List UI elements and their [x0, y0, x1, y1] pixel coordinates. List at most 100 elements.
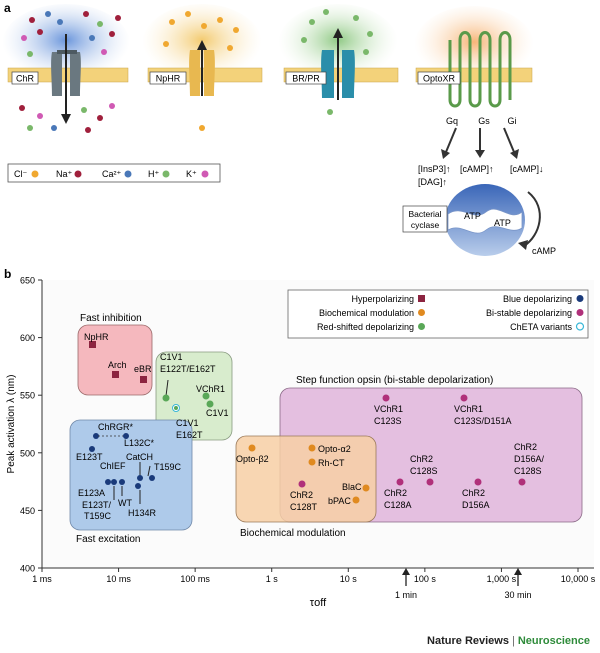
- point-arch: [112, 371, 119, 378]
- point-label-nphr: NpHR: [84, 332, 109, 342]
- optoxr-glow: [414, 6, 534, 86]
- point-label-chr2-c128a: C128A: [384, 500, 412, 510]
- optoxr-receptor: [448, 31, 512, 108]
- point-label-h134r: H134R: [128, 508, 157, 518]
- point-chrgr: [93, 433, 99, 439]
- point-label-c1v1-e162t: E162T: [176, 430, 203, 440]
- point-e123a: [105, 479, 111, 485]
- legend-swatch-biochemical: [418, 309, 425, 316]
- legend-label-hyperpolarizing: Hyperpolarizing: [351, 294, 414, 304]
- ion-legend-label-k: K⁺: [186, 169, 197, 179]
- legend-swatch-cheta: [575, 322, 585, 331]
- point-vchr1: [202, 392, 210, 400]
- camp-arrowhead: [518, 240, 528, 250]
- y-tick-label: 550: [20, 391, 35, 401]
- nphr-label: NpHR: [156, 74, 181, 84]
- ion-legend-label-na: Na⁺: [56, 169, 73, 179]
- optoxr-label-box: [417, 71, 461, 85]
- g-protein-gq: Gq: [446, 116, 458, 126]
- x-tick-label: 10,000 s: [561, 574, 596, 584]
- c1v1-pointer: [165, 379, 169, 397]
- point-label-chrgr: ChRGR*: [98, 422, 134, 432]
- brpr-pump: [321, 50, 355, 98]
- brpr-label-box: [285, 71, 327, 85]
- marker-1min-label: 1 min: [395, 590, 417, 600]
- region-red-shifted: [155, 351, 233, 441]
- y-tick-label: 450: [20, 506, 35, 516]
- point-label-catch: CatCH: [126, 452, 153, 462]
- point-label-opto-a2: Opto-α2: [318, 444, 351, 454]
- point-label-ebr: eBR: [134, 364, 152, 374]
- point-nphr: [89, 341, 96, 348]
- point-wt: [119, 479, 125, 485]
- region-biochemical: [235, 435, 377, 523]
- cyclase-pocket: [447, 208, 523, 234]
- point-c1v1: [206, 400, 214, 408]
- point-ebr: [140, 376, 147, 383]
- nphr-arrowhead: [197, 40, 207, 50]
- point-catch: [137, 475, 143, 481]
- point-label-vchr1-c123s-d151a: C123S/D151A: [454, 416, 512, 426]
- ion-legend-items: Cl⁻ Na⁺ Ca²⁺ H⁺ K⁺: [14, 169, 209, 179]
- legend-label-redshifted: Red-shifted depolarizing: [317, 322, 414, 332]
- camp-label: cAMP: [532, 246, 556, 256]
- messenger-insp3: [InsP3]↑: [418, 164, 451, 174]
- panel-a-label: a: [4, 1, 11, 15]
- point-chr2-d156a: [474, 478, 482, 486]
- x-tick-label: 1,000 s: [487, 574, 517, 584]
- legend-swatch-redshifted: [418, 323, 425, 330]
- y-tick-label: 400: [20, 564, 35, 574]
- point-h134r: [135, 483, 141, 489]
- y-tick-label: 650: [20, 276, 35, 286]
- footer-journal: Neuroscience: [517, 635, 590, 647]
- point-e123t-t159c: [111, 479, 117, 485]
- point-label-vchr1-c123s: C123S: [374, 416, 402, 426]
- legend-label-bistable: Bi-stable depolarizing: [486, 308, 572, 318]
- point-label-bpac: bPAC: [328, 496, 351, 506]
- group-label-biochemical: Biochemical modulation: [240, 528, 346, 539]
- panel-b-label: b: [4, 267, 11, 281]
- point-t159c: [149, 475, 155, 481]
- nphr-ions: [163, 11, 239, 131]
- marker-30min-arrowhead: [514, 568, 522, 575]
- footer: Nature Reviews|Neuroscience: [427, 635, 590, 647]
- point-label-opto-b2: Opto-β2: [236, 454, 269, 464]
- point-label-c1v1: C1V1: [206, 408, 229, 418]
- point-label-chr2-c128t-l1: ChR2: [290, 490, 313, 500]
- point-label-vchr1-c123s-l1: VChR1: [374, 404, 403, 414]
- point-label-chr2-d156a-c128s: C128S: [514, 466, 542, 476]
- ion-legend-swatch-na: [74, 170, 82, 178]
- plot-legend-items: Hyperpolarizing Blue depolarizing Bioche…: [317, 294, 585, 332]
- nphr-label-box: [149, 71, 187, 85]
- point-blac: [362, 484, 370, 492]
- chr-label: ChR: [16, 74, 35, 84]
- brpr-arrowhead: [333, 28, 343, 38]
- point-label-l132c: L132C*: [124, 438, 155, 448]
- cyclase-atp-1: ATP: [464, 211, 481, 221]
- point-label-chr2-d156a-c128s-l2: D156A/: [514, 454, 545, 464]
- x-tick-label: 10 s: [340, 574, 358, 584]
- ion-legend-label-cl: Cl⁻: [14, 169, 27, 179]
- point-e123t: [89, 446, 95, 452]
- chr-label-box: [11, 71, 39, 85]
- point-chr2-c128a: [396, 478, 404, 486]
- legend-label-blue: Blue depolarizing: [503, 294, 572, 304]
- camp-arrow: [523, 191, 541, 247]
- x-axis-label: τoff: [310, 597, 327, 609]
- point-label-wt: WT: [118, 498, 132, 508]
- point-label-chr2-c128s-l1: ChR2: [410, 454, 433, 464]
- ion-legend-label-h: H⁺: [148, 169, 159, 179]
- marker-1min-arrowhead: [402, 568, 410, 575]
- cyclase-label-line1: Bacterial: [408, 209, 441, 219]
- point-chr2-c128s: [426, 478, 434, 486]
- point-label-e123t-t159c: T159C: [84, 511, 112, 521]
- cyclase-label-box: [402, 205, 448, 233]
- g-protein-arrowheads: [441, 149, 519, 159]
- chr-channel: [51, 50, 81, 96]
- point-label-rh-ct: Rh-CT: [318, 458, 345, 468]
- point-label-blac: BlaC: [342, 482, 362, 492]
- point-label-arch: Arch: [108, 360, 127, 370]
- ion-legend-label-ca: Ca²⁺: [102, 169, 122, 179]
